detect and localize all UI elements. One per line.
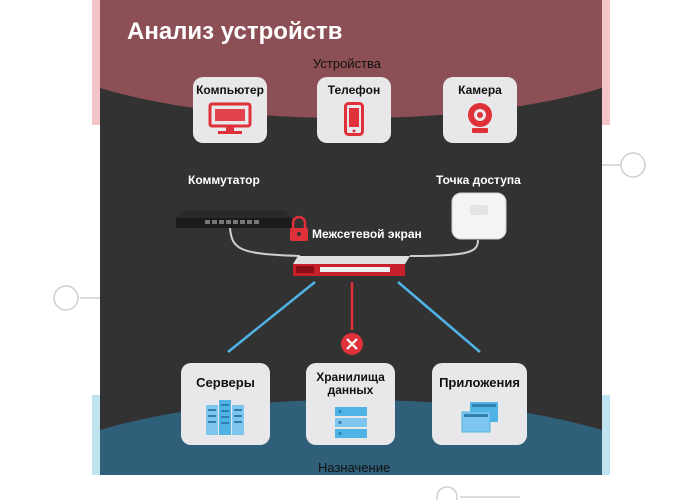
destination-card-storage: Хранилища данных xyxy=(306,363,395,445)
access-point-label: Точка доступа xyxy=(436,173,521,187)
device-label: Камера xyxy=(458,83,502,97)
servers-icon xyxy=(206,400,244,435)
destination-card-servers: Серверы xyxy=(181,363,270,445)
firewall-label: Межсетевой экран xyxy=(312,227,422,241)
destination-label: Серверы xyxy=(196,375,255,390)
device-card-phone: Телефон xyxy=(317,77,391,143)
lock-icon xyxy=(290,215,308,241)
page-title: Анализ устройств xyxy=(127,18,343,45)
blocked-icon xyxy=(341,333,363,355)
destination-card-apps: Приложения xyxy=(432,363,527,445)
access-point-device xyxy=(451,192,507,240)
phone-icon xyxy=(344,102,364,136)
switch-device xyxy=(176,210,292,228)
monitor-icon xyxy=(208,102,252,134)
switch-label: Коммутатор xyxy=(188,173,260,187)
section-destination-label: Назначение xyxy=(318,460,391,475)
section-devices-label: Устройства xyxy=(313,56,382,71)
destination-label: Хранилища данных xyxy=(316,370,385,397)
device-label: Компьютер xyxy=(196,83,264,97)
device-label: Телефон xyxy=(327,83,381,97)
connection-lines xyxy=(227,227,481,353)
firewall-device xyxy=(293,256,410,276)
camera-icon xyxy=(468,103,492,133)
device-card-camera: Камера xyxy=(443,77,517,143)
destination-label: Приложения xyxy=(439,375,520,390)
device-card-computer: Компьютер xyxy=(193,77,267,143)
storage-icon xyxy=(335,407,367,438)
apps-icon xyxy=(461,402,498,433)
